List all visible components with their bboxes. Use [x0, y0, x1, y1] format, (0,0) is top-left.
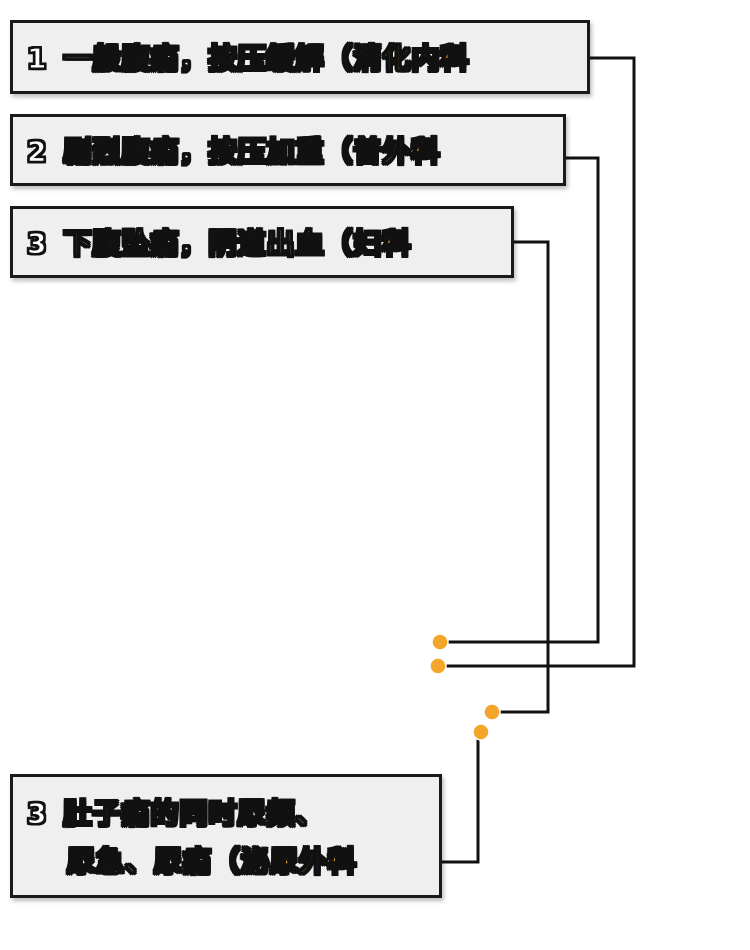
- connector-line-2: [440, 156, 600, 644]
- connector-line-1: [440, 56, 636, 668]
- symptom-text-line1: 肚子痛的同时尿频、: [63, 796, 325, 830]
- department-label: 泌尿外科: [240, 844, 358, 878]
- symptom-box-general-surgery: 2 剧烈腹痛，按压加重（普外科: [10, 114, 566, 186]
- symptom-label-line1: 3 肚子痛的同时尿频、: [26, 792, 439, 832]
- symptom-text: 剧烈腹痛，按压加重: [63, 134, 325, 168]
- department-label: 妇科: [353, 226, 412, 260]
- symptom-text: 下腹坠痛，阴道出血: [63, 226, 325, 260]
- item-number: 3: [26, 226, 48, 260]
- connector-dot-2: [431, 633, 449, 651]
- department-label: 消化内科: [353, 41, 470, 75]
- open-paren: （: [324, 41, 354, 75]
- symptom-label-line2: 尿急、尿痛（泌尿外科: [27, 840, 439, 880]
- item-number: 3: [26, 796, 48, 830]
- symptom-box-gynecology: 3 下腹坠痛，阴道出血（妇科: [10, 206, 514, 278]
- connector-dot-4: [472, 723, 490, 741]
- symptom-box-urology: 3 肚子痛的同时尿频、 尿急、尿痛（泌尿外科: [10, 774, 442, 898]
- item-number: 1: [26, 41, 48, 75]
- symptom-text-line2: 尿急、尿痛: [66, 844, 213, 878]
- department-label: 普外科: [353, 134, 441, 168]
- symptom-box-digestive: 1 一般腹痛，按压缓解（消化内科: [10, 20, 590, 94]
- open-paren: （: [324, 226, 354, 260]
- symptom-label: 2 剧烈腹痛，按压加重（普外科: [26, 130, 441, 170]
- connector-dot-1: [429, 657, 447, 675]
- connector-line-3: [492, 240, 550, 714]
- item-number: 2: [26, 134, 48, 168]
- open-paren: （: [324, 134, 354, 168]
- connector-dot-3: [483, 703, 501, 721]
- symptom-text: 一般腹痛，按压缓解: [63, 41, 325, 75]
- symptom-label: 3 下腹坠痛，阴道出血（妇科: [26, 222, 412, 262]
- open-paren: （: [211, 844, 242, 878]
- symptom-label: 1 一般腹痛，按压缓解（消化内科: [26, 37, 470, 77]
